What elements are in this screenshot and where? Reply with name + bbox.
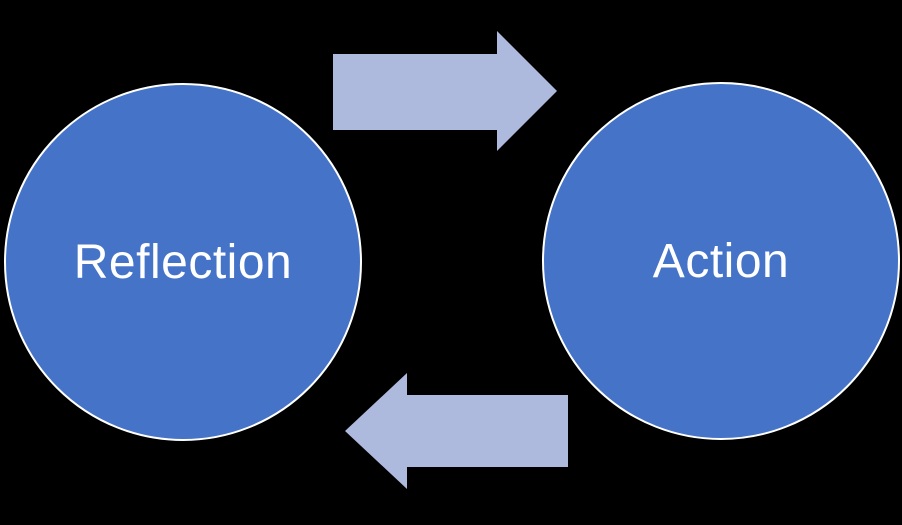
arrow-left-icon — [345, 373, 568, 489]
node-action-label: Action — [652, 234, 790, 288]
node-action: Action — [542, 82, 900, 440]
node-reflection: Reflection — [4, 83, 362, 441]
node-reflection-label: Reflection — [73, 235, 293, 289]
arrow-right-icon — [333, 31, 557, 151]
